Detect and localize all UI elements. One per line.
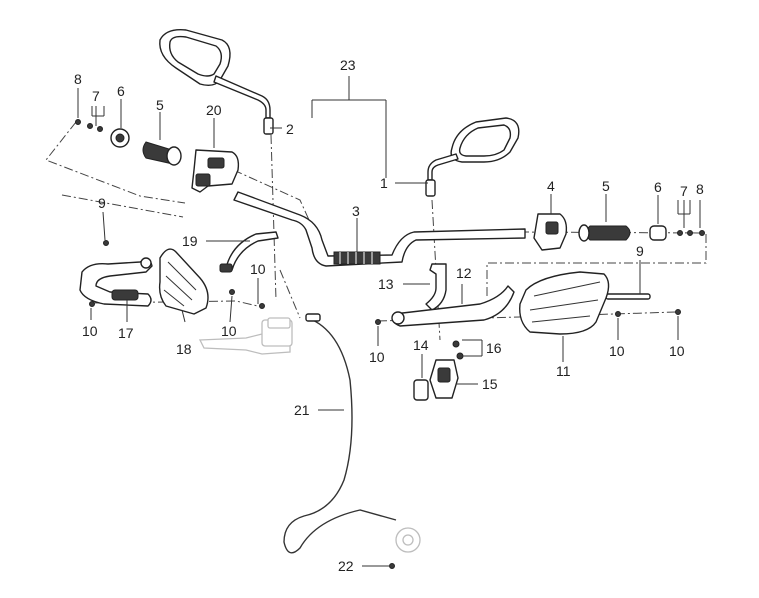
callout-16: 16 [486, 340, 502, 356]
callout-5-left: 5 [156, 97, 164, 113]
callout-8-right: 8 [696, 181, 704, 197]
callout-23: 23 [340, 57, 356, 73]
bolt-10-left-upper [259, 303, 265, 309]
bolt-10-left-guard [229, 289, 235, 295]
bolt-10-right-a [615, 311, 621, 317]
callout-17: 17 [118, 325, 134, 341]
callout-18: 18 [176, 341, 192, 357]
leader-lines [77, 76, 701, 567]
bolt-10-center [375, 319, 381, 325]
right-washer-7b [687, 230, 693, 236]
right-mirror-glass [458, 124, 512, 157]
left-switch-clamp [195, 173, 211, 187]
callout-8-left: 8 [74, 71, 82, 87]
left-washer-7b [97, 126, 103, 132]
callout-5-right: 5 [602, 178, 610, 194]
callout-3: 3 [352, 203, 360, 219]
left-hand-guard-ribs [163, 261, 197, 307]
ghost-cable-pivot-inner [402, 534, 414, 546]
clamp-14 [413, 379, 429, 401]
callout-12: 12 [456, 265, 472, 281]
bolt-10-left-lower [89, 301, 95, 307]
callout-7-right: 7 [680, 183, 688, 199]
screw-16a [452, 340, 460, 348]
right-mirror-stem [427, 153, 459, 181]
callout-4: 4 [547, 178, 555, 194]
left-lever-guard-pivot [140, 257, 152, 269]
callout-6-left: 6 [117, 83, 125, 99]
callout-10-right-a: 10 [609, 343, 625, 359]
callout-7-left: 7 [92, 88, 100, 104]
left-switch-button [207, 157, 225, 169]
right-end-screw-8 [699, 230, 705, 236]
left-bar-end-6-inner [115, 133, 125, 143]
bolt-10-right-b [675, 309, 681, 315]
ghost-reservoir [267, 317, 291, 329]
assembly-line-cable [279, 269, 301, 319]
left-end-screw-8 [75, 119, 81, 125]
right-bar-end-6 [649, 225, 667, 241]
callout-9-left: 9 [98, 195, 106, 211]
bracket-13 [425, 263, 447, 311]
handlebar-knurl [333, 251, 381, 265]
assembly-line-left-controls [45, 121, 186, 204]
callout-6-right: 6 [654, 179, 662, 195]
right-grip-5-end [578, 224, 590, 242]
left-mirror-mount [263, 117, 274, 135]
right-hand-guard-11 [519, 271, 610, 335]
callout-22: 22 [338, 558, 354, 574]
callout-10-left-mid: 10 [221, 323, 237, 339]
handlebar-knurl-lines [339, 252, 373, 264]
right-washer-7a [677, 230, 683, 236]
callout-14: 14 [413, 337, 429, 353]
assembly-line-right-controls [486, 231, 707, 298]
callout-21: 21 [294, 402, 310, 418]
callout-19: 19 [182, 233, 198, 249]
left-hand-guard-18 [158, 248, 209, 315]
callout-10-upper: 10 [250, 261, 266, 277]
callout-9-right: 9 [636, 243, 644, 259]
assembly-line-left-guard [61, 194, 184, 218]
left-lever-guard-clamp [111, 289, 139, 301]
callout-2: 2 [286, 121, 294, 137]
callout-15: 15 [482, 376, 498, 392]
callout-10-center: 10 [369, 349, 385, 365]
clutch-cable-21 [283, 317, 397, 554]
left-mirror-stem [213, 75, 271, 119]
right-hand-guard-ribs [529, 281, 601, 323]
switch-15-core [437, 367, 451, 383]
right-lever-guard-end [391, 311, 405, 325]
callout-13: 13 [378, 276, 394, 292]
callout-1: 1 [380, 175, 388, 191]
callout-10-right-b: 10 [669, 343, 685, 359]
right-grip-5 [585, 225, 631, 241]
bolt-9-left [103, 240, 109, 246]
left-washer-7a [87, 123, 93, 129]
callout-20: 20 [206, 102, 222, 118]
right-bolt-9 [605, 293, 651, 300]
right-mirror-mount [425, 179, 436, 197]
callout-11: 11 [556, 363, 571, 379]
callout-10-left-lower: 10 [82, 323, 98, 339]
right-lever-guard-12 [392, 285, 515, 327]
bracket-19-tab [219, 263, 233, 273]
assembly-line-mirror-left [270, 134, 277, 301]
handlebar [233, 191, 526, 267]
right-switch-button [545, 221, 559, 235]
cable-end-fitting [305, 313, 321, 322]
left-grip-5-end [166, 146, 182, 166]
left-mirror-glass [168, 35, 223, 77]
screw-22 [389, 563, 395, 569]
